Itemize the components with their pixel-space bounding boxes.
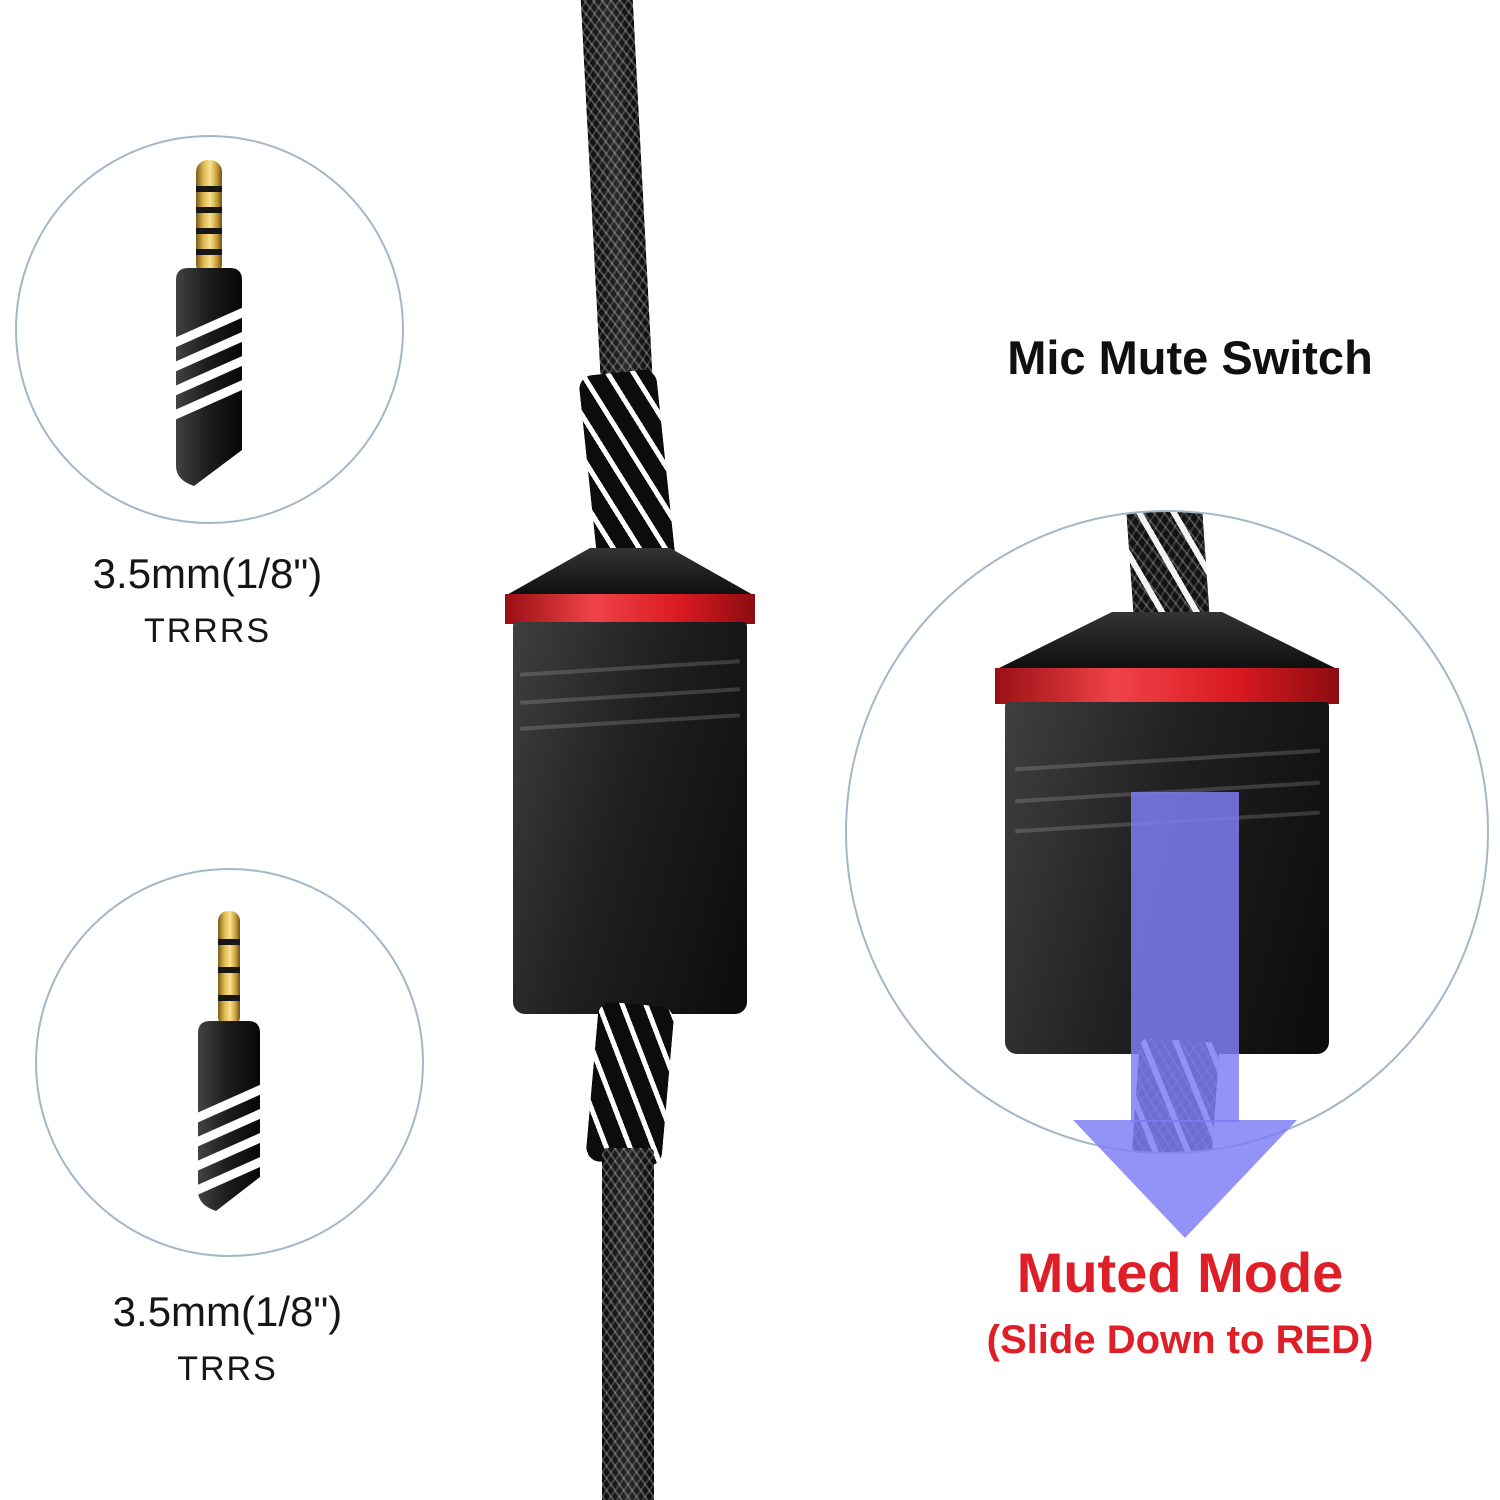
slide-down-arrow-head bbox=[1073, 1120, 1297, 1238]
top-plug-circle bbox=[15, 135, 404, 524]
closeup-switch-cap bbox=[995, 612, 1339, 670]
mute-switch-body bbox=[513, 622, 747, 1014]
bottom-plug-type-label: TRRS bbox=[177, 1350, 278, 1388]
muted-mode-hint: (Slide Down to RED) bbox=[986, 1318, 1374, 1362]
mute-switch-cap bbox=[505, 548, 755, 596]
switch-groove bbox=[520, 687, 740, 705]
cable-strain-relief-top bbox=[578, 368, 676, 571]
braided-cable-top bbox=[580, 0, 653, 388]
slide-down-arrow-shaft bbox=[1131, 792, 1239, 1122]
top-plug-type-label: TRRRS bbox=[143, 612, 272, 650]
bottom-plug-size-label: 3.5mm(1/8") bbox=[112, 1288, 343, 1335]
switch-groove bbox=[1014, 748, 1320, 772]
switch-groove bbox=[520, 659, 740, 677]
mute-indicator-red-band bbox=[505, 594, 755, 624]
trrrs-plug-icon bbox=[176, 160, 242, 486]
switch-groove bbox=[520, 713, 740, 731]
muted-mode-label: Muted Mode bbox=[1016, 1241, 1344, 1304]
cable-strain-relief-bottom bbox=[585, 1000, 675, 1168]
trrs-plug-icon bbox=[198, 911, 260, 1211]
bottom-plug-circle bbox=[35, 868, 424, 1257]
closeup-red-band bbox=[995, 668, 1339, 704]
top-plug-size-label: 3.5mm(1/8") bbox=[92, 550, 323, 597]
braided-cable-bottom bbox=[602, 1148, 654, 1500]
mic-mute-switch-title: Mic Mute Switch bbox=[1007, 331, 1373, 384]
